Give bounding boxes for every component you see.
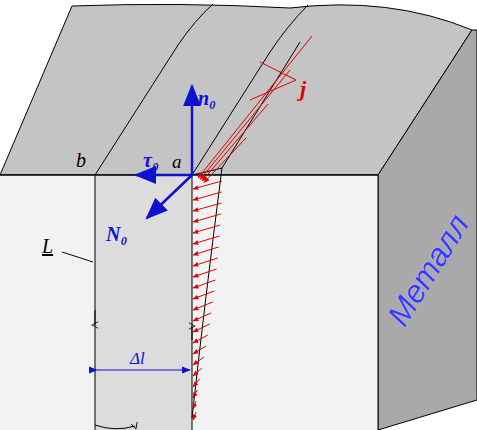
dimension-label: Δl xyxy=(130,350,145,367)
current-arrow xyxy=(193,401,196,409)
current-line xyxy=(204,138,246,183)
current-arrow xyxy=(193,368,202,376)
current-label: j xyxy=(300,78,306,100)
current-arrow xyxy=(193,357,204,365)
current-arrow xyxy=(193,214,221,222)
current-arrow xyxy=(193,236,219,244)
current-arrow xyxy=(193,247,219,255)
point-label: b xyxy=(76,150,86,170)
point-label: a xyxy=(172,152,182,171)
current-arrow xyxy=(193,192,222,200)
current-arrow xyxy=(193,379,200,387)
current-arrow xyxy=(193,313,211,321)
current-arrow xyxy=(193,302,213,310)
current-arrow xyxy=(193,280,215,288)
current-line xyxy=(202,104,268,181)
current-arrow xyxy=(193,225,220,233)
current-arrow xyxy=(193,269,217,277)
contour-label: L xyxy=(42,236,53,256)
current-arrow xyxy=(193,258,218,266)
current-arrow xyxy=(193,346,206,354)
current-arrow xyxy=(193,203,221,211)
current-arrow xyxy=(193,390,197,398)
axis-label: N₀ xyxy=(106,224,127,244)
current-arrow xyxy=(193,181,222,189)
current-arrow xyxy=(193,291,214,299)
current-arrow xyxy=(193,324,210,332)
current-arrow xyxy=(193,412,196,420)
current-line xyxy=(198,36,312,178)
current-arrow xyxy=(193,335,208,343)
axis-label: n₀ xyxy=(198,88,216,108)
current-line xyxy=(200,70,290,180)
axis-label: τ₀ xyxy=(143,150,159,170)
